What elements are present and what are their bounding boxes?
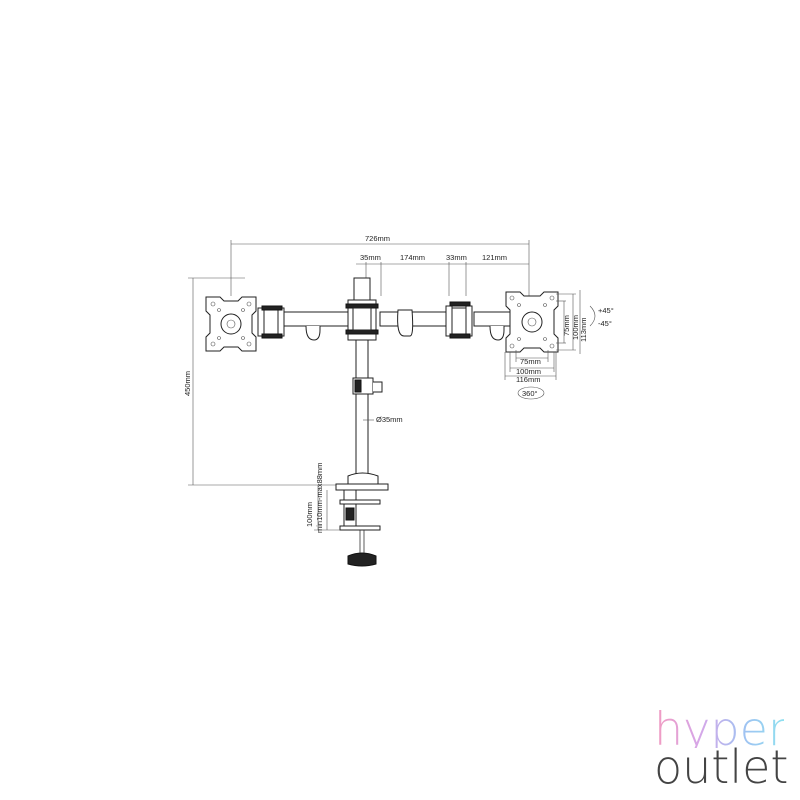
dim-pole-offset: 35mm (360, 253, 381, 262)
top-dimensions: 726mm 35mm 174mm 33mm 121mm (230, 234, 530, 296)
dim-tilt-up: +45° (598, 306, 614, 315)
dim-height: 450mm (183, 371, 192, 396)
dim-clamp-height: 100mm (305, 502, 314, 527)
brand-logo: hyper outlet (654, 702, 789, 794)
dim-vesa-75-h: 75mm (520, 357, 541, 366)
dim-plate-113-v: 113mm (579, 318, 588, 342)
dim-clamp-range: min10mm-max88mm (315, 463, 324, 533)
left-vesa-plate (205, 296, 257, 352)
vesa-dimensions: 75mm 100mm 113mm +45° -45° 75mm 100mm 11… (504, 290, 614, 400)
dim-plate-116-h: 116mm (516, 375, 540, 384)
dim-rotation: 360° (522, 389, 538, 398)
dim-tilt-down: -45° (598, 319, 612, 328)
logo-line-2: outlet (654, 740, 789, 794)
dim-vesa-100-v: 100mm (571, 315, 580, 340)
dim-pole-diameter: Ø35mm (376, 415, 403, 424)
pole: Ø35mm (345, 277, 403, 477)
dim-arm-span: 174mm (400, 253, 425, 262)
dim-total-width: 726mm (365, 234, 390, 243)
dim-vesa-75-v: 75mm (562, 315, 571, 336)
horizontal-arm (257, 301, 511, 341)
logo-line-1: hyper (654, 702, 787, 756)
right-vesa-plate (505, 291, 559, 353)
dim-vesa-100-h: 100mm (516, 367, 541, 376)
height-dimension: 450mm (183, 277, 340, 486)
dim-end-arm: 121mm (482, 253, 507, 262)
desk-clamp: 100mm min10mm-max88mm (305, 463, 389, 567)
dim-joint: 33mm (446, 253, 467, 262)
